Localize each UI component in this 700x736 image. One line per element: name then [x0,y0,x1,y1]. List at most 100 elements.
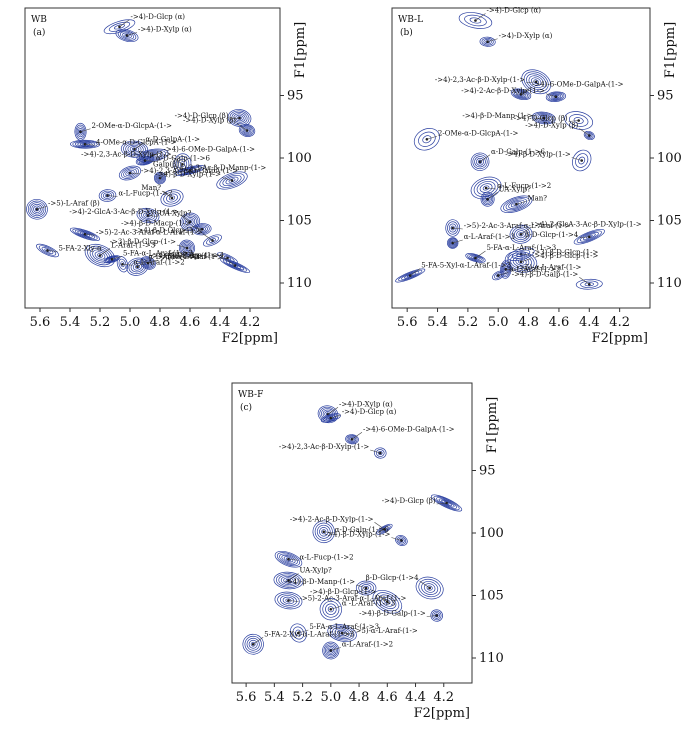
contour-ring [396,536,407,545]
x-tick-label: 5.6 [397,315,418,330]
contour-ring [180,167,200,174]
x-tick-label: 5.4 [60,315,81,330]
x-tick-label: 5.4 [427,315,448,330]
annotation-leader [99,248,111,256]
contour-ring [179,212,201,231]
contour-ring [448,239,457,247]
contour-ring [154,172,166,184]
x-tick-label: 5.4 [264,690,285,705]
peak-annotation: β-D-Glcp-(1->4 [366,574,420,582]
annotation-leader [221,177,233,181]
cross-peak [364,586,368,590]
peak-annotation: ->4)-2-GlcA-3-Ac-β-D-Xylp-(1-> [69,208,179,216]
contour-ring [242,127,252,134]
contour-ring [505,198,528,211]
peak-annotation: ->4)-2,3-Ac-α-D-GalpA-(1-> [141,167,238,175]
peak-annotation: ->4)-2,3-Ac-β-D-Xylp-(1-> [279,443,369,451]
contour-ring [314,522,333,541]
peak-annotation: UA-Xylp? [299,567,332,575]
peak-annotation: ->5)-L-Araf (β) [48,199,100,207]
contour-ring [72,140,98,148]
contour-ring [295,629,302,637]
contour-ring [479,36,496,47]
x-tick-label: 5.2 [458,315,479,330]
peak-annotation: ->4)-D-Glcp (β) [175,112,229,120]
annotation-leader [452,227,463,230]
x-tick-label: 5.6 [30,315,51,330]
contour-ring [180,161,185,168]
contour-ring [418,578,441,598]
contour-ring [514,90,528,99]
contour-ring [547,92,565,102]
annotation-leader [487,38,498,43]
x-axis-label: F2[ppm] [414,706,470,721]
peak-annotation: 2-OMe-α-D-GlcpA-(1-> [92,122,173,130]
annotation-leader [571,157,582,161]
peak-annotation: β-D-Glcp-(1->4 [525,231,579,239]
annotation-leader [147,215,159,217]
peak-annotation: ->5)-α-L-Araf-(1-> [517,263,582,271]
contour-ring [206,236,219,245]
contour-ring [143,259,153,267]
contour-ring [441,499,452,507]
contour-ring [108,21,131,32]
contour-ring [358,582,374,594]
peak-annotation: ->5)-2-Ac-3-Araf-α-L-Araf-(1-> [299,595,406,603]
annotation-leader [179,214,191,222]
contour-ring [143,212,153,219]
contour-ring [278,574,299,587]
annotation-leader [176,244,188,249]
x-tick-label: 4.4 [579,315,600,330]
annotation-leader [486,187,497,190]
peak-annotation: α-D-Galp-(1->6 [335,526,389,534]
contour-ring [246,637,260,651]
contour-ring [325,603,337,615]
contour-ring [533,79,539,85]
contour-ring [102,192,113,199]
contour-ring [334,628,350,638]
annotation-leader [323,531,334,534]
contour-ring [531,111,556,125]
annotation-leader [410,268,421,276]
contour-ring [376,523,393,535]
plot-frame [24,7,281,309]
contour-ring [225,260,245,271]
contour-ring [274,550,303,568]
peak-annotation: α-D-Galp-(1->6 [156,155,210,163]
annotation-leader [516,200,527,205]
x-tick-label: 5.0 [488,315,509,330]
contour-ring [250,641,256,647]
peak-annotation: ->3)-β-D-Glcp-(1-> [532,248,598,256]
panel-sub-label: (c) [240,402,252,413]
contour-ring [34,207,40,212]
contour-ring [38,245,57,256]
contour-ring [347,436,357,443]
contour-ring [526,73,547,91]
contour-ring [121,167,139,179]
contour-ring [184,244,190,252]
annotation-leader [202,233,213,241]
contour-ring [327,606,334,613]
contour-ring [322,641,340,660]
contour-ring [319,598,342,621]
hsqc-panel-1: ->4)-D-Glcp (α)->4)-D-Xylp (α)->4)-D-Glc… [24,7,312,346]
annotation-leader [520,87,532,95]
annotation-leader [579,128,590,136]
peak-annotation: ->4)-2,3-Ac-β-D-Manp-(1-> [171,164,266,172]
peak-annotation: ->4)-D-Xylp (α) [339,400,393,408]
peak-annotation: 4-OMe-α-D-GlcpA-(1-> [96,138,177,146]
y-tick-label: 100 [657,151,682,166]
contour-ring [433,612,441,619]
contour-ring [434,613,439,618]
contour-ring [289,623,307,643]
x-axis-label: F2[ppm] [592,331,648,346]
contour-ring [120,261,125,268]
contour-ring [465,253,486,263]
contour-ring [227,109,252,127]
annotation-leader [526,81,537,84]
annotation-leader [147,259,159,264]
contour-ring [183,168,197,173]
contour-ring [192,223,212,236]
contour-ring [36,243,59,258]
contour-ring [380,526,389,533]
